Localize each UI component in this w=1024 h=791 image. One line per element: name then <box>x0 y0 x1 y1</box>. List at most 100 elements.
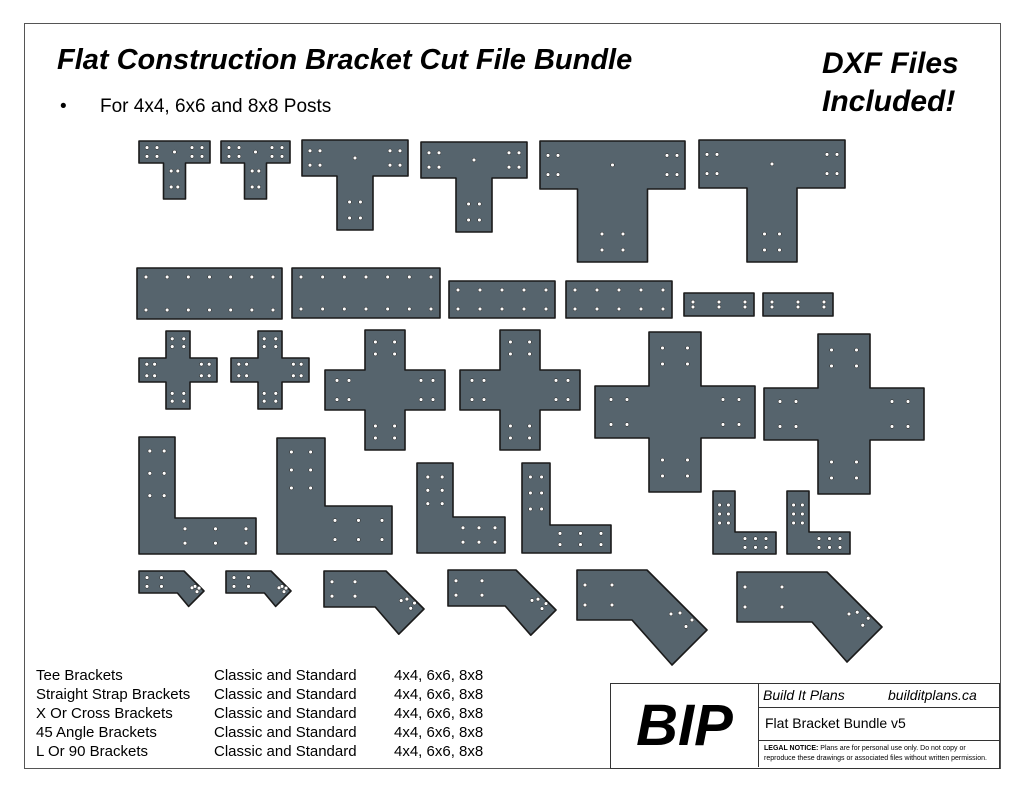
bolt-hole <box>428 274 434 280</box>
bolt-hole <box>905 399 911 404</box>
tee-bracket-outline <box>301 139 409 231</box>
bolt-hole <box>553 397 559 402</box>
bolt-hole <box>281 589 287 594</box>
cross-bracket <box>230 330 310 410</box>
cross-bracket-outline <box>763 333 925 495</box>
bolt-hole <box>283 586 289 591</box>
bolt-hole <box>791 520 796 526</box>
bolt-hole <box>476 540 482 545</box>
tee-bracket-outline <box>698 139 846 263</box>
bolt-hole <box>332 537 338 542</box>
bolt-hole <box>170 336 175 341</box>
l-bracket-outline <box>521 462 612 554</box>
bolt-hole <box>373 339 378 345</box>
bolt-hole <box>249 274 254 280</box>
bolt-hole <box>594 306 600 312</box>
bolt-hole <box>231 575 237 580</box>
bolt-hole <box>332 518 338 523</box>
bolt-hole <box>392 435 397 441</box>
bolt-hole <box>418 397 424 402</box>
bolt-hole <box>453 593 459 598</box>
bolt-hole <box>436 150 442 155</box>
bolt-hole <box>716 304 722 310</box>
bolt-hole <box>565 378 571 383</box>
bolt-hole <box>609 582 615 588</box>
bolt-hole <box>704 171 710 176</box>
bolt-hole <box>506 150 512 155</box>
bolt-hole <box>165 307 170 313</box>
bolt-hole <box>469 397 475 402</box>
bolt-hole <box>726 511 731 517</box>
bolt-hole <box>279 145 285 150</box>
bolt-hole <box>170 344 175 349</box>
bolt-hole <box>720 422 726 427</box>
bolt-hole <box>172 149 177 155</box>
bolt-hole <box>270 307 276 313</box>
bolt-hole <box>690 304 696 310</box>
bolt-hole <box>668 611 674 617</box>
bolt-hole <box>846 611 852 617</box>
bolt-hole <box>492 540 498 545</box>
bolt-hole <box>685 473 690 479</box>
bolt-hole <box>777 424 783 429</box>
bolt-hole <box>152 362 157 367</box>
bolt-hole <box>685 361 690 367</box>
bolt-hole <box>152 373 157 378</box>
bolt-hole <box>199 154 205 159</box>
bolt-hole <box>162 493 167 498</box>
bolt-hole <box>182 541 188 546</box>
bolt-hole <box>638 306 644 312</box>
bolt-hole <box>477 201 482 207</box>
strap-bracket <box>136 267 283 320</box>
bolt-hole <box>779 584 785 590</box>
bolt-hole <box>358 199 363 205</box>
bolt-hole <box>181 344 186 349</box>
bolt-hole <box>777 247 782 253</box>
strap-bracket-outline <box>448 280 556 319</box>
bolt-hole <box>829 475 834 481</box>
tee-bracket <box>420 141 528 233</box>
bolt-hole <box>379 537 385 542</box>
bolt-hole <box>714 171 720 176</box>
bolt-hole <box>418 378 424 383</box>
bolt-hole <box>244 362 249 367</box>
bolt-hole <box>860 623 865 628</box>
bolt-hole <box>834 171 840 176</box>
bolt-hole <box>674 172 680 177</box>
angle-45-bracket <box>447 569 557 637</box>
bolt-hole <box>660 345 665 351</box>
bolt-hole <box>426 165 432 170</box>
bolt-hole <box>407 306 412 312</box>
bolt-hole <box>346 397 352 402</box>
l-bracket <box>712 490 777 555</box>
bolt-hole <box>143 307 149 313</box>
angle-45-bracket <box>138 570 205 608</box>
bolt-hole <box>674 153 680 158</box>
bolt-hole <box>352 594 358 599</box>
bolt-hole <box>397 163 403 168</box>
bolt-hole <box>777 231 782 237</box>
bolt-hole <box>298 274 304 280</box>
bolt-hole <box>608 397 614 402</box>
bolt-hole <box>543 306 549 312</box>
l-bracket-outline <box>276 437 393 555</box>
bolt-hole <box>506 165 512 170</box>
bolt-hole <box>189 585 195 590</box>
bolt-hole <box>535 597 541 602</box>
bolt-hole <box>262 336 267 341</box>
bolt-hole <box>159 575 164 580</box>
bolt-hole <box>426 150 432 155</box>
bolt-hole <box>307 163 313 168</box>
bolt-hole <box>308 485 313 491</box>
title-block: BIP Build It Plans builditplans.ca Flat … <box>610 683 1000 769</box>
bolt-hole <box>616 306 622 312</box>
bolt-hole <box>170 391 175 396</box>
bolt-hole <box>508 339 513 345</box>
l-bracket <box>521 462 612 554</box>
cross-bracket <box>459 329 581 451</box>
bolt-hole <box>256 168 261 174</box>
bolt-hole <box>598 531 604 536</box>
